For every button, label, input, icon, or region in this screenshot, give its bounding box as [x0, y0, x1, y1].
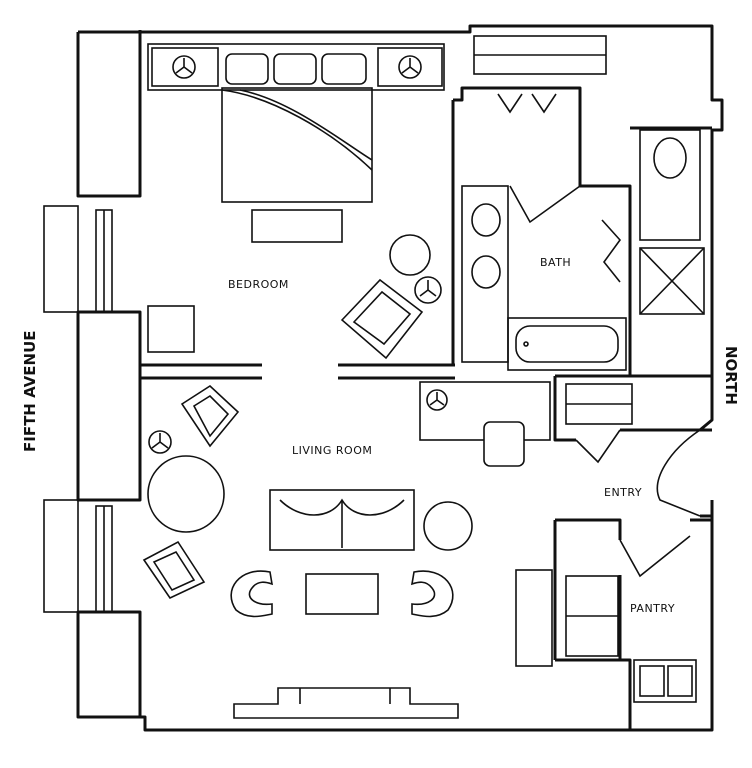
coffee-table: [305, 573, 379, 615]
bathtub: [507, 317, 627, 371]
window-lower: [43, 499, 113, 613]
fireplace: [233, 687, 459, 719]
bench: [251, 209, 343, 243]
bed: [221, 87, 373, 203]
nightstand-right: [377, 47, 443, 87]
bedroom-lamp: [414, 276, 442, 304]
pantry-door-swing: [619, 535, 691, 578]
desk-chair: [483, 421, 525, 467]
bath-door-swings: [497, 93, 622, 283]
shower: [639, 247, 705, 315]
bedroom-armchair: [340, 278, 424, 360]
pantry-counter: [515, 569, 619, 667]
round-side-table: [423, 501, 473, 551]
living-armchair-bottom: [142, 540, 206, 600]
vanity: [461, 185, 509, 363]
living-armchair-top: [180, 384, 240, 448]
window-upper: [43, 205, 113, 313]
entry-cabinet: [565, 383, 633, 425]
label-bedroom: BEDROOM: [228, 278, 289, 291]
label-north: NORTH: [722, 346, 740, 405]
pillows: [225, 53, 367, 85]
toilet: [639, 129, 701, 241]
interior-walls: [140, 86, 712, 730]
bedroom-round-table: [389, 234, 431, 276]
label-pantry: PANTRY: [630, 602, 675, 615]
tub-chair-left: [230, 570, 274, 618]
round-dining-table: [147, 455, 225, 533]
entry-door-swing: [575, 429, 701, 517]
label-bath: BATH: [540, 256, 571, 269]
closet: [473, 35, 607, 75]
headboard: [147, 43, 445, 91]
pantry-sink: [633, 659, 697, 703]
sofa: [269, 489, 415, 551]
nightstand-left: [151, 47, 219, 87]
label-fifth-avenue: FIFTH AVENUE: [21, 330, 39, 452]
living-lamp: [148, 430, 172, 454]
label-entry: ENTRY: [604, 486, 642, 499]
label-living-room: LIVING ROOM: [292, 444, 372, 457]
tub-chair-right: [410, 570, 454, 618]
side-table: [147, 305, 195, 353]
